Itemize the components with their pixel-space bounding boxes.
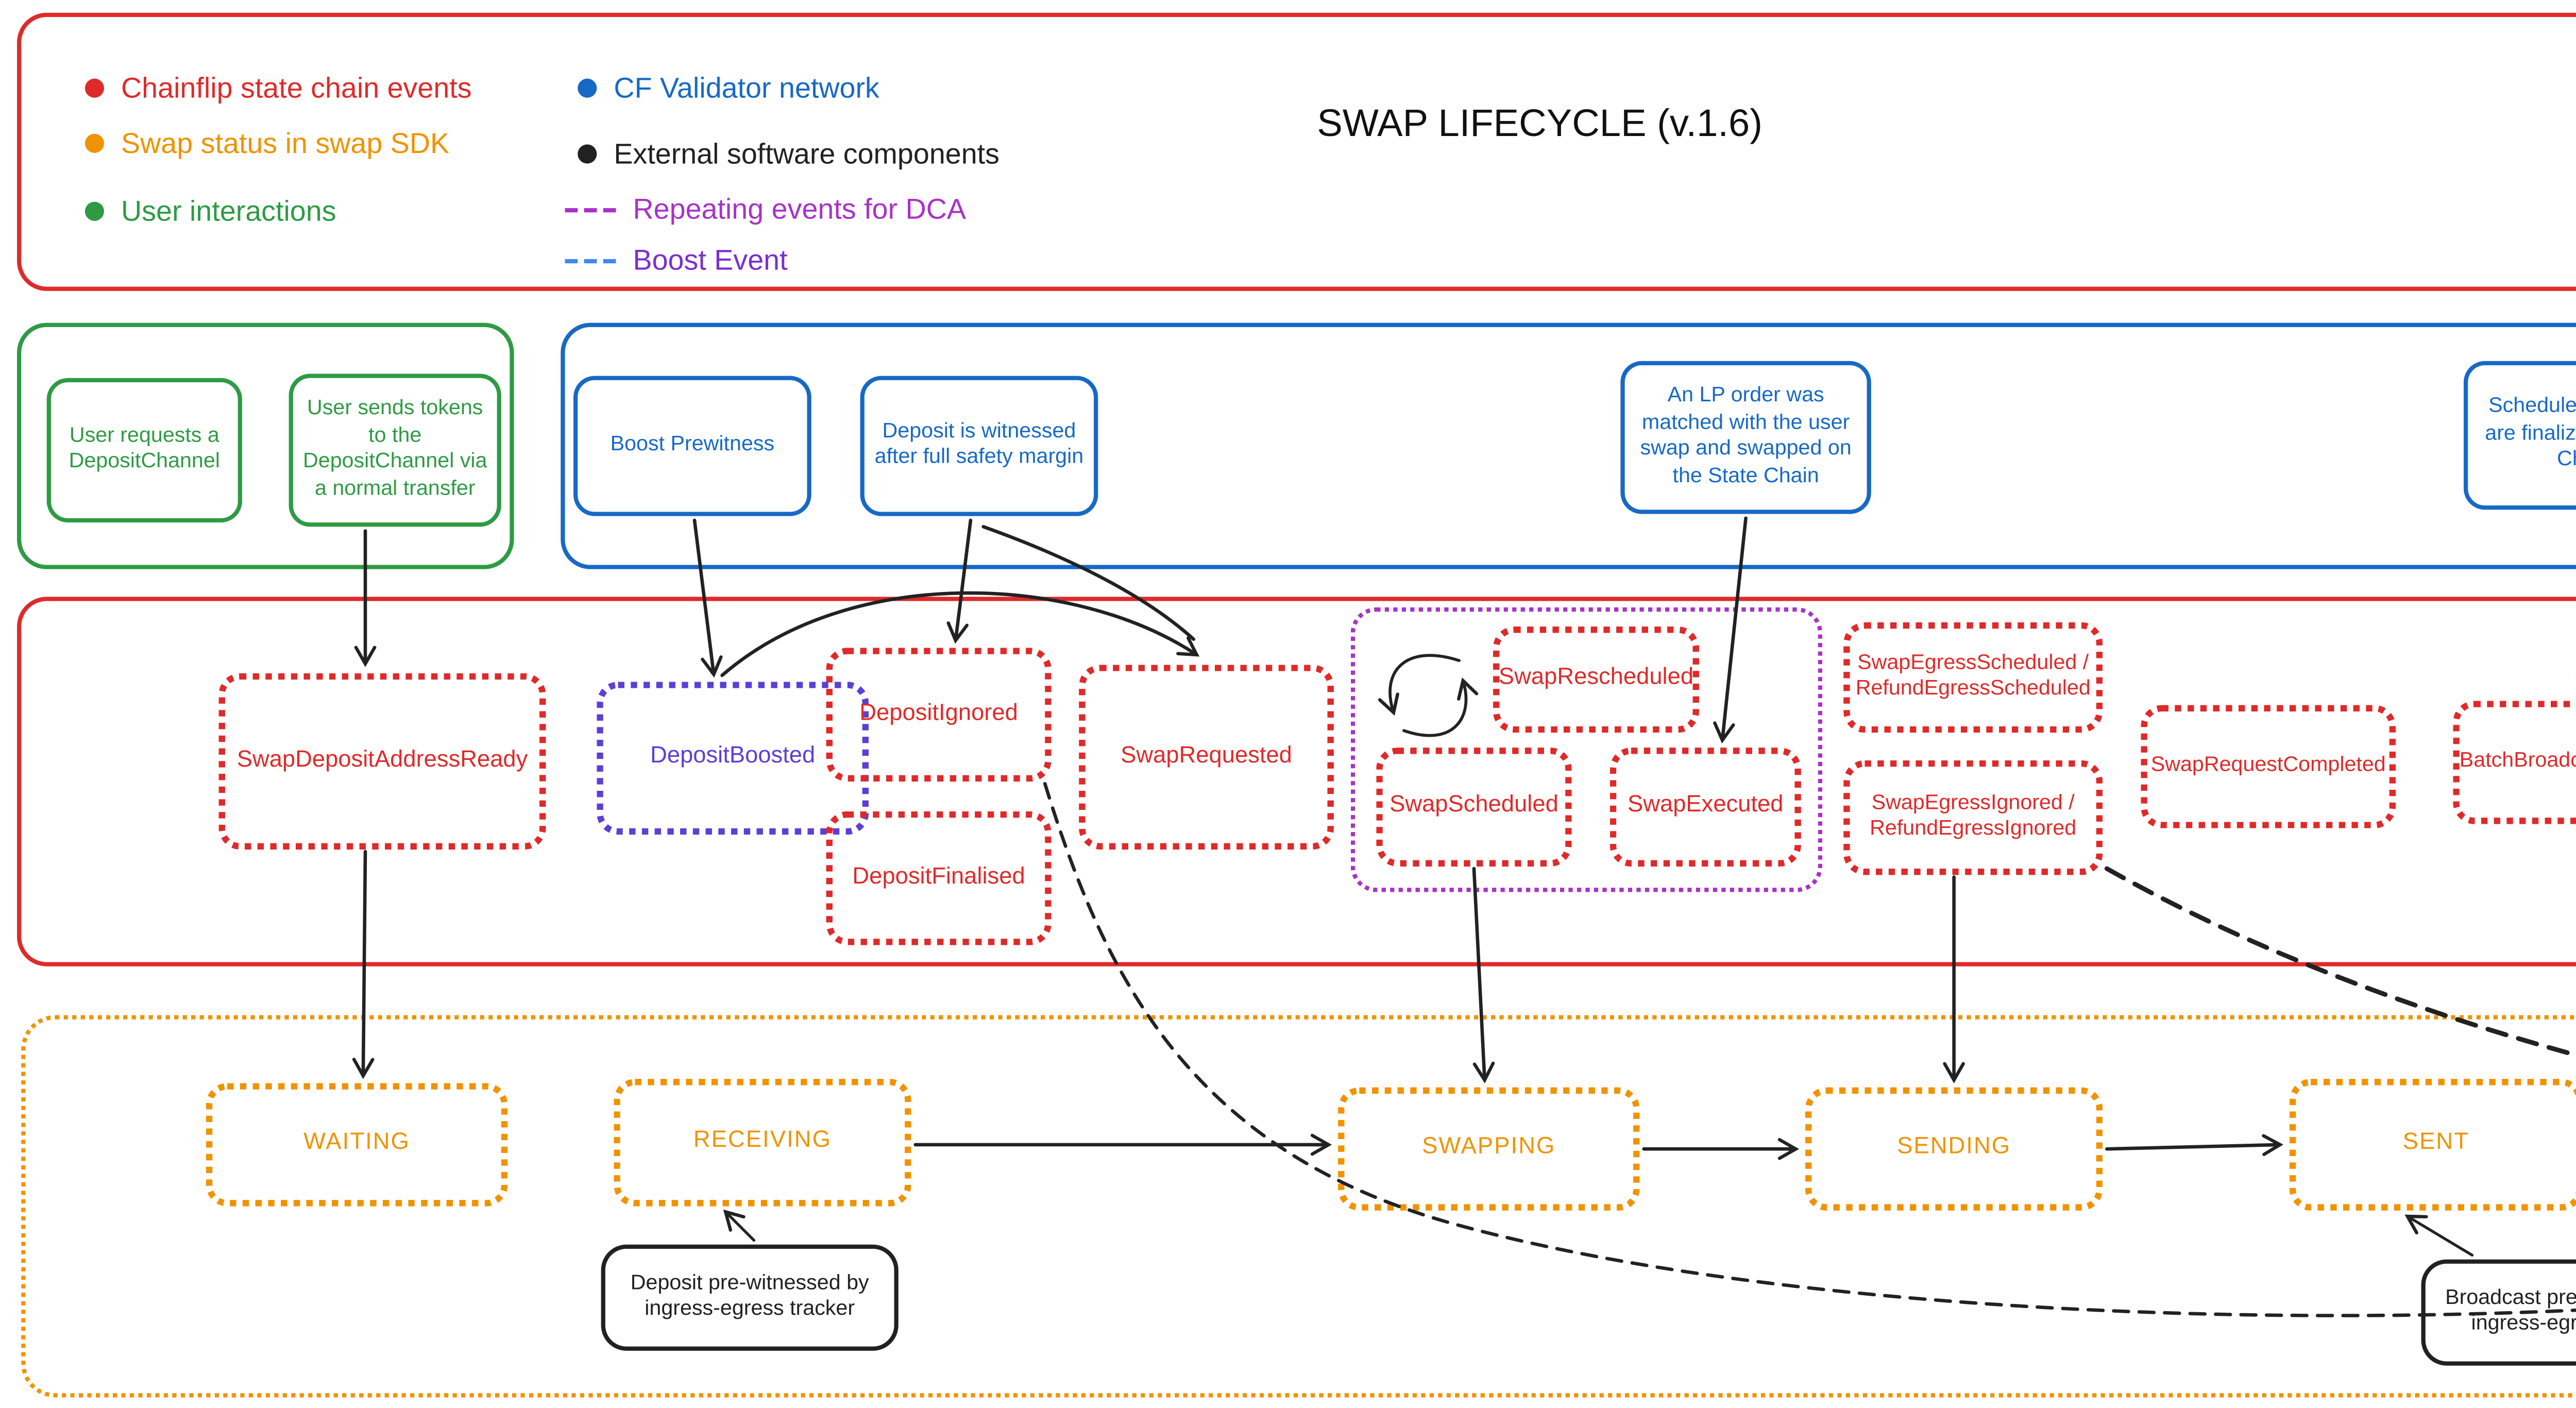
legend-label: Swap status in swap SDK xyxy=(121,127,450,160)
legend-item-validator: CF Validator network xyxy=(578,72,879,104)
node-swap-egress-ignored: SwapEgressIgnored / RefundEgressIgnored xyxy=(1843,760,2103,875)
legend-label: Boost Event xyxy=(633,244,788,276)
legend-item-boost: Boost Event xyxy=(565,244,788,276)
black-dot-icon xyxy=(578,144,597,164)
node-scheduled-egresses-finalized: Scheduled egresses are finalized on Stat… xyxy=(2463,361,2576,510)
node-deposit-witnessed: Deposit is witnessed after full safety m… xyxy=(860,376,1098,516)
legend-item-sdk: Swap status in swap SDK xyxy=(84,127,450,160)
node-swap-egress-scheduled: SwapEgressScheduled / RefundEgressSchedu… xyxy=(1843,622,2103,733)
legend-item-dca: Repeating events for DCA xyxy=(565,193,966,225)
node-sending: SENDING xyxy=(1805,1087,2103,1211)
validator-network-container xyxy=(561,323,2576,569)
note-deposit-prewitnessed: Deposit pre-witnessed by ingress-egress … xyxy=(601,1244,899,1351)
legend-item-user: User interactions xyxy=(84,195,336,228)
node-deposit-boosted: DepositBoosted xyxy=(597,682,869,835)
purple-dash-icon xyxy=(565,207,616,212)
node-receiving: RECEIVING xyxy=(614,1079,911,1207)
node-swap-deposit-address-ready: SwapDepositAddressReady xyxy=(218,673,546,850)
note-broadcast-prewitnessed: Broadcast pre-witnessed by ingress-egres… xyxy=(2421,1259,2576,1366)
node-swap-rescheduled: SwapRescheduled xyxy=(1493,626,1699,733)
node-user-requests-deposit-channel: User requests a DepositChannel xyxy=(46,378,242,523)
node-swapping: SWAPPING xyxy=(1338,1087,1640,1211)
page-title: SWAP LIFECYCLE (v.1.6) xyxy=(1317,101,1763,145)
node-boost-prewitness: Boost Prewitness xyxy=(573,376,811,516)
legend-label: Repeating events for DCA xyxy=(633,193,967,225)
legend-item-state-chain: Chainflip state chain events xyxy=(84,72,472,104)
node-waiting: WAITING xyxy=(206,1083,508,1207)
legend-label: User interactions xyxy=(121,195,336,228)
orange-dot-icon xyxy=(84,133,104,153)
legend-item-external: External software components xyxy=(578,138,999,170)
legend-label: External software components xyxy=(614,138,999,170)
node-user-sends-tokens: User sends tokens to the DepositChannel … xyxy=(289,374,501,527)
red-dot-icon xyxy=(84,78,104,98)
node-deposit-ignored: DepositIgnored xyxy=(826,648,1052,782)
node-swap-request-completed: SwapRequestCompleted xyxy=(2141,705,2396,828)
legend-label: CF Validator network xyxy=(614,72,879,104)
legend-label: Chainflip state chain events xyxy=(121,72,472,104)
green-dot-icon xyxy=(84,201,104,221)
node-swap-executed: SwapExecuted xyxy=(1609,748,1801,867)
legend-container: SWAP LIFECYCLE (v.1.6) Chainflip state c… xyxy=(16,12,2576,291)
user-interactions-container xyxy=(16,323,514,569)
node-batch-broadcast-requested: BatchBroadcastRequested xyxy=(2453,701,2576,824)
blue-dot-icon xyxy=(578,78,597,98)
node-sent: SENT xyxy=(2289,1079,2576,1211)
node-deposit-finalised: DepositFinalised xyxy=(826,811,1052,945)
blue-dash-icon xyxy=(565,258,616,263)
node-lp-order-matched: An LP order was matched with the user sw… xyxy=(1620,361,1871,514)
node-swap-requested: SwapRequested xyxy=(1079,665,1334,850)
node-swap-scheduled: SwapScheduled xyxy=(1376,748,1572,867)
